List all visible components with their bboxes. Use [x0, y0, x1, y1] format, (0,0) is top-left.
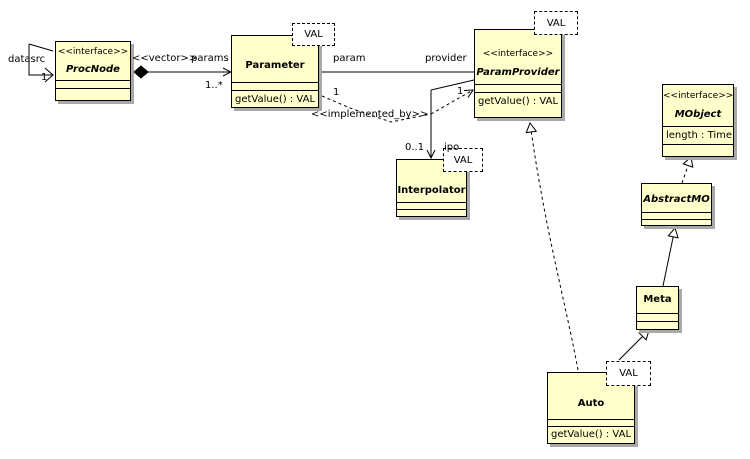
- composition-diamond: [133, 65, 149, 79]
- label-param: param: [333, 53, 366, 64]
- label-implemented-by: <<implemented_by>>: [311, 109, 429, 120]
- mobject-attr: length : Time: [663, 126, 733, 144]
- paramprovider-name: ParamProvider: [476, 67, 560, 78]
- paramprovider-attributes: [475, 84, 561, 92]
- abstractmo-operations: [642, 219, 711, 225]
- class-meta[interactable]: Meta: [636, 286, 679, 330]
- class-parameter[interactable]: Parameter getValue() : VAL: [231, 35, 319, 108]
- paramprovider-stereotype: <<interface>>: [482, 49, 554, 59]
- abstractmo-attributes: [642, 212, 711, 219]
- procnode-name: ProcNode: [66, 64, 120, 75]
- label-ipo: ipo: [444, 142, 460, 153]
- mobject-operations: [663, 144, 733, 152]
- label-provider: provider: [425, 53, 467, 64]
- meta-attributes: [637, 313, 678, 321]
- paramprovider-template-param: VAL: [534, 11, 578, 35]
- datasrc-self-association: [28, 44, 53, 76]
- mobject-stereotype: <<interface>>: [663, 91, 734, 101]
- class-abstractmo[interactable]: AbstractMO: [641, 183, 712, 226]
- interpolator-template-param: VAL: [443, 148, 483, 172]
- ipo-association-top: [430, 79, 475, 91]
- meta-name: Meta: [643, 294, 672, 305]
- mobject-name: MObject: [674, 109, 722, 120]
- interpolator-operations: [397, 209, 466, 215]
- auto-meta-generalization: [618, 329, 650, 361]
- abstractmo-mobject-realization: [681, 156, 694, 184]
- label-datasrc-mult: 1: [41, 72, 48, 83]
- implemented-by-arrow: [430, 90, 473, 115]
- meta-operations: [637, 321, 678, 329]
- label-params: params: [191, 53, 229, 64]
- meta-abstractmo-generalization: [662, 226, 679, 287]
- procnode-attributes: [56, 80, 130, 88]
- paramprovider-op: getValue() : VAL: [475, 92, 561, 108]
- interpolator-name: Interpolator: [397, 185, 466, 196]
- auto-op: getValue() : VAL: [548, 426, 634, 441]
- parameter-attributes: [232, 82, 318, 90]
- label-provider-mult: 1: [457, 86, 464, 97]
- procnode-stereotype: <<interface>>: [57, 47, 129, 57]
- datasrc-self-association-top: [28, 43, 54, 52]
- label-vector: <<vector>>: [132, 53, 198, 64]
- label-ipo-mult: 0..1: [405, 142, 425, 153]
- parameter-name: Parameter: [245, 60, 305, 71]
- auto-template-param: VAL: [606, 361, 651, 386]
- class-mobject[interactable]: <<interface>> MObject length : Time: [662, 84, 734, 157]
- datasrc-arrowhead: [44, 67, 54, 83]
- auto-attributes: [548, 419, 634, 426]
- class-paramprovider[interactable]: <<interface>> ParamProvider getValue() :…: [474, 29, 562, 118]
- procnode-operations: [56, 88, 130, 96]
- parameter-template-param: VAL: [292, 23, 335, 46]
- label-datasrc: datasrc: [8, 54, 46, 65]
- interpolator-attributes: [397, 202, 466, 209]
- class-procnode[interactable]: <<interface>> ProcNode: [55, 41, 131, 101]
- auto-name: Auto: [577, 398, 605, 409]
- parameter-op: getValue() : VAL: [232, 90, 318, 106]
- label-params-mult: 1..*: [205, 80, 223, 91]
- label-param-mult: 1: [333, 87, 340, 98]
- class-interpolator[interactable]: Interpolator: [396, 159, 467, 217]
- abstractmo-name: AbstractMO: [643, 194, 710, 205]
- auto-realization: [525, 121, 579, 371]
